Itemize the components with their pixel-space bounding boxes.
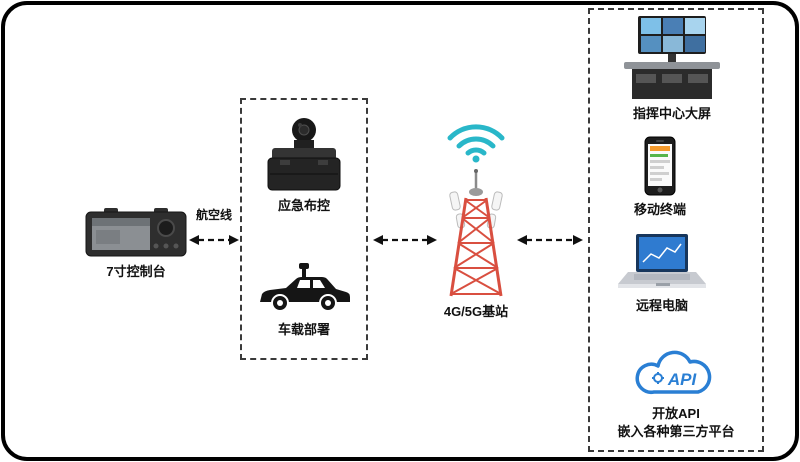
smartphone-icon bbox=[644, 136, 676, 196]
open-api-label-line1: 开放API bbox=[652, 406, 700, 421]
command-center-label: 指挥中心大屏 bbox=[632, 106, 711, 121]
vehicle-icon bbox=[260, 263, 350, 312]
emergency-node: 应急布控 bbox=[258, 116, 350, 215]
emergency-label: 应急布控 bbox=[277, 198, 330, 213]
emergency-camera-icon bbox=[267, 118, 341, 191]
command-center-icon bbox=[624, 16, 720, 99]
api-cloud-icon: API bbox=[635, 350, 712, 395]
console-label: 7寸控制台 bbox=[106, 264, 166, 279]
mobile-label: 移动终端 bbox=[633, 202, 686, 217]
open-api-label-line2: 嵌入各种第三方平台 bbox=[617, 423, 735, 439]
cell-tower-icon bbox=[449, 169, 503, 297]
field-deployment-box bbox=[240, 98, 368, 360]
vehicle-node: 车载部署 bbox=[256, 262, 352, 339]
control-console-icon bbox=[85, 208, 187, 257]
command-center-node: 指挥中心大屏 bbox=[606, 16, 738, 123]
open-api-node: API 开放API 嵌入各种第三方平台 bbox=[600, 340, 752, 441]
remote-pc-label: 远程电脑 bbox=[635, 298, 688, 313]
aviation-line-label: 航空线 bbox=[195, 208, 232, 222]
base-station-node: 4G/5G基站 bbox=[440, 116, 512, 321]
arrow-station-to-platform-box bbox=[516, 233, 584, 247]
arrow-field-box-to-station bbox=[372, 233, 438, 247]
double-arrow-icon bbox=[517, 235, 583, 245]
wifi-signal-icon bbox=[447, 124, 505, 163]
console-node: 7寸控制台 bbox=[84, 208, 188, 281]
base-station-label: 4G/5G基站 bbox=[443, 304, 509, 319]
api-cloud-text: API bbox=[667, 370, 698, 389]
laptop-icon bbox=[618, 234, 706, 288]
arrow-console-to-field-box bbox=[188, 233, 240, 247]
mobile-node: 移动终端 bbox=[614, 136, 706, 219]
vehicle-label: 车载部署 bbox=[277, 322, 330, 337]
remote-pc-node: 远程电脑 bbox=[612, 234, 712, 315]
double-arrow-icon bbox=[189, 235, 239, 245]
platform-box bbox=[588, 8, 764, 452]
double-arrow-icon bbox=[373, 235, 437, 245]
